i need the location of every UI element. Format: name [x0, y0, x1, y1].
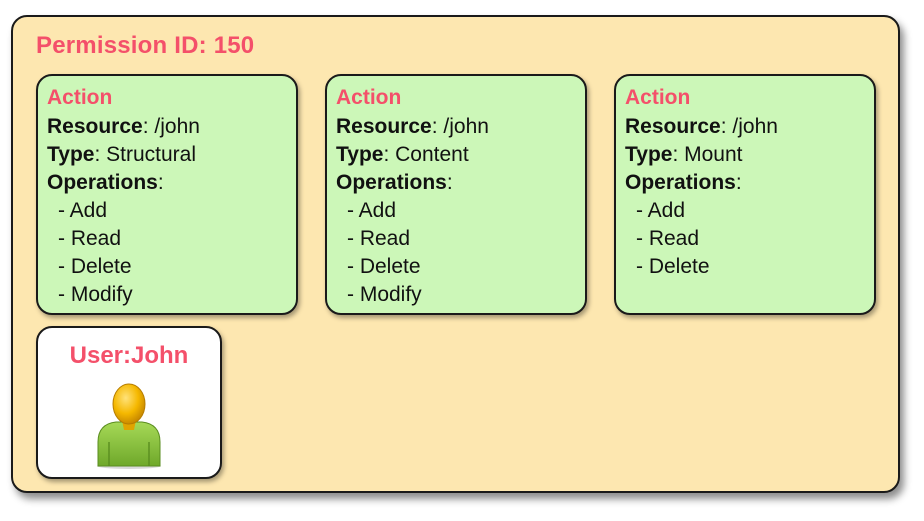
action-card-structural: Action Resource: /john Type: Structural …	[36, 74, 298, 315]
operation-item: - Modify	[58, 283, 133, 306]
operation-item: - Delete	[58, 255, 132, 278]
operation-item: - Add	[636, 199, 686, 222]
operations-row: Operations:	[47, 169, 296, 197]
resource-value: : /john	[142, 115, 200, 138]
operation-item: - Delete	[347, 255, 421, 278]
type-key: Type	[47, 143, 95, 166]
operation-item: - Read	[347, 227, 411, 250]
user-card: User:John	[36, 326, 222, 479]
operations-key: Operations	[47, 171, 158, 194]
resource-value: : /john	[431, 115, 489, 138]
resource-row: Resource: /john	[625, 113, 874, 141]
operation-item: - Delete	[636, 255, 710, 278]
action-title: Action	[625, 86, 691, 109]
permission-title: Permission ID: 150	[36, 32, 255, 59]
resource-key: Resource	[625, 115, 721, 138]
resource-key: Resource	[336, 115, 432, 138]
operations-key: Operations	[336, 171, 447, 194]
operation-item: - Read	[636, 227, 700, 250]
operations-list: - Add - Read - Delete - Modify	[336, 197, 585, 309]
resource-value: : /john	[720, 115, 778, 138]
operation-item: - Add	[58, 199, 108, 222]
operations-list: - Add - Read - Delete - Modify	[47, 197, 296, 309]
operation-item: - Read	[58, 227, 122, 250]
operations-key: Operations	[625, 171, 736, 194]
type-value: : Mount	[672, 143, 743, 166]
operations-row: Operations:	[625, 169, 874, 197]
type-key: Type	[625, 143, 673, 166]
resource-row: Resource: /john	[336, 113, 585, 141]
user-icon	[97, 383, 161, 469]
type-value: : Structural	[94, 143, 197, 166]
action-title: Action	[336, 86, 402, 109]
operations-suffix: :	[157, 171, 164, 194]
action-title: Action	[47, 86, 113, 109]
operation-item: - Modify	[347, 283, 422, 306]
operations-suffix: :	[446, 171, 453, 194]
operations-suffix: :	[735, 171, 742, 194]
action-card-content: Action Resource: /john Type: Content Ope…	[325, 74, 587, 315]
type-value: : Content	[383, 143, 469, 166]
type-row: Type: Structural	[47, 141, 296, 169]
action-card-mount: Action Resource: /john Type: Mount Opera…	[614, 74, 876, 315]
user-title: User:John	[69, 342, 189, 369]
type-key: Type	[336, 143, 384, 166]
resource-key: Resource	[47, 115, 143, 138]
operations-row: Operations:	[336, 169, 585, 197]
type-row: Type: Mount	[625, 141, 874, 169]
resource-row: Resource: /john	[47, 113, 296, 141]
operation-item: - Add	[347, 199, 397, 222]
operations-list: - Add - Read - Delete	[625, 197, 874, 281]
type-row: Type: Content	[336, 141, 585, 169]
